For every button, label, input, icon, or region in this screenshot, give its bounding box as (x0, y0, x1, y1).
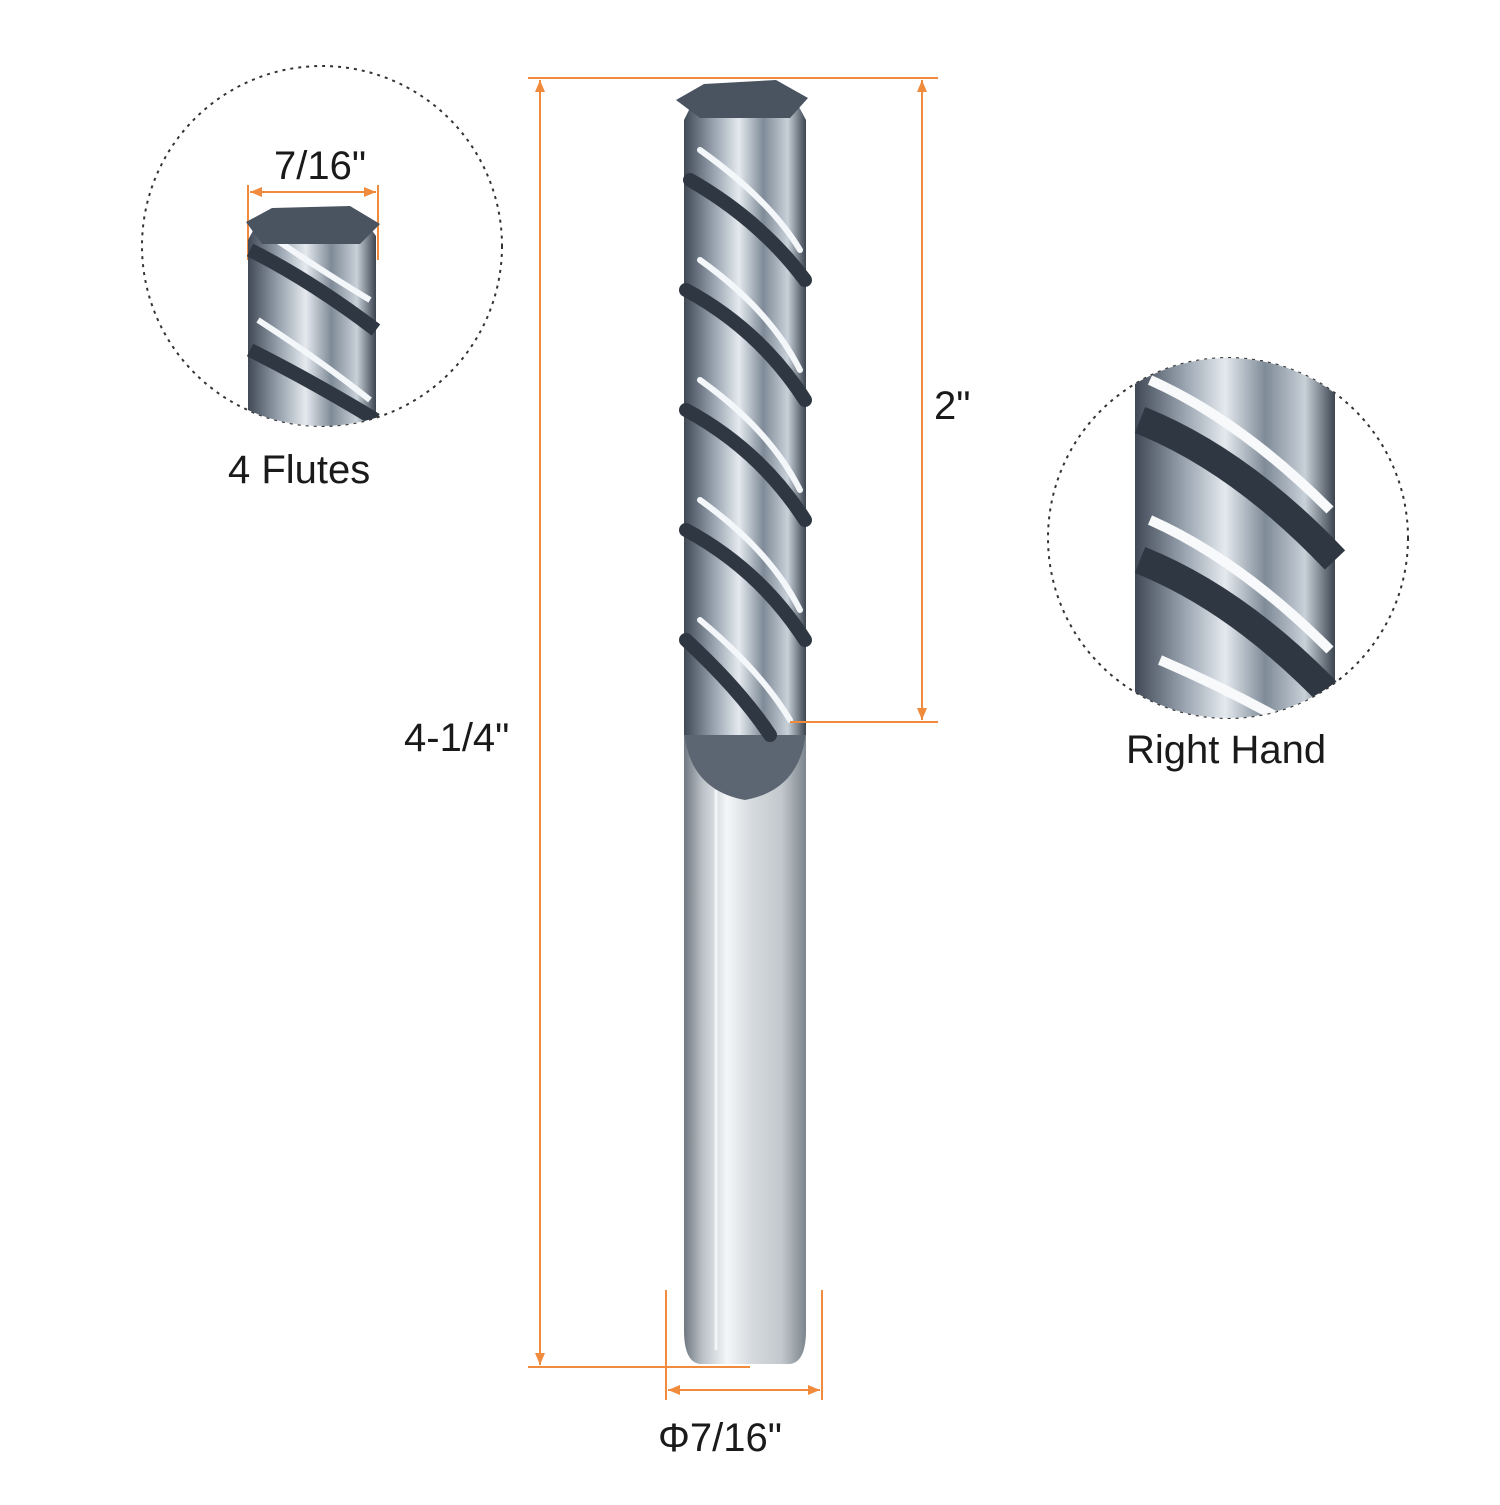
tip-detail-callout (141, 65, 503, 427)
zoom-diameter-label: 7/16" (274, 144, 367, 188)
shank-diameter-label: Φ7/16" (658, 1416, 782, 1460)
flute-count-label: 4 Flutes (228, 448, 371, 492)
overall-length-label: 4-1/4" (404, 716, 510, 760)
shank (684, 735, 806, 1364)
end-mill-tool (676, 80, 812, 1364)
cutting-tip (676, 80, 808, 118)
dimension-arrows (250, 80, 927, 1395)
flute-length-label: 2" (934, 384, 971, 428)
helix-flutes (679, 147, 812, 742)
helix-detail-callout (1047, 357, 1409, 719)
helix-direction-label: Right Hand (1126, 728, 1327, 772)
neck (684, 732, 806, 800)
